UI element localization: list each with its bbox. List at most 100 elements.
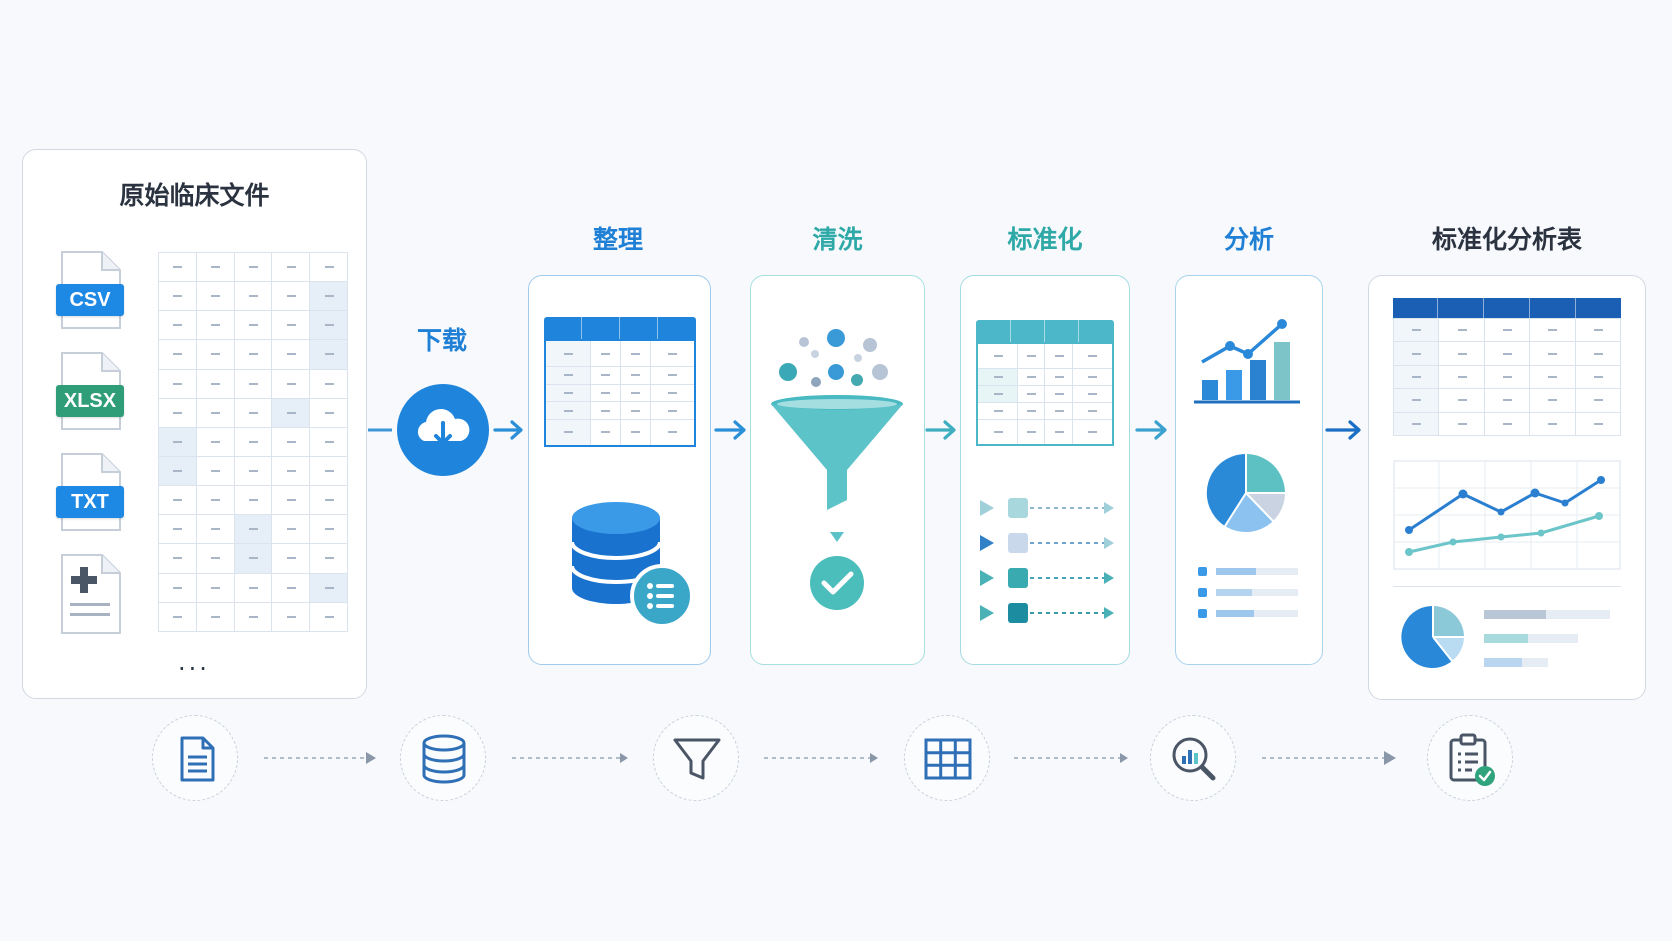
table-cell xyxy=(1017,368,1046,386)
table-cell xyxy=(1483,364,1531,390)
table-cell xyxy=(1483,411,1531,437)
output-table-header xyxy=(1393,298,1621,318)
table-cell xyxy=(158,426,197,457)
table-cell xyxy=(271,426,311,457)
table-cell xyxy=(1044,385,1073,403)
xlsx-tag: XLSX xyxy=(56,385,124,417)
table-cell xyxy=(309,310,348,341)
table-cell xyxy=(195,514,235,545)
output-table xyxy=(1392,317,1622,437)
table-cell xyxy=(271,572,311,603)
table-cell xyxy=(649,339,696,367)
table-cell xyxy=(976,402,1019,420)
search-chart-icon xyxy=(1150,715,1236,801)
table-cell xyxy=(1071,419,1114,446)
table-cell xyxy=(1438,388,1485,413)
table-cell xyxy=(233,543,273,574)
table-cell xyxy=(1392,411,1440,437)
csv-tag: CSV xyxy=(56,284,124,316)
table-cell xyxy=(649,401,696,420)
download-title: 下载 xyxy=(416,326,467,355)
table-cell xyxy=(544,339,591,367)
table-cell xyxy=(1574,364,1622,390)
table-cell xyxy=(195,281,235,312)
table-cell xyxy=(233,514,273,545)
table-cell xyxy=(1392,388,1440,413)
table-cell xyxy=(1044,419,1073,446)
table-cell xyxy=(544,366,591,385)
table-cell xyxy=(589,366,621,385)
cloud-download-icon[interactable] xyxy=(396,383,490,477)
table-cell xyxy=(1392,364,1440,390)
mapping-rows-icon xyxy=(980,498,1114,623)
table-cell xyxy=(1071,402,1114,420)
table-cell xyxy=(195,601,235,633)
table-cell xyxy=(1529,411,1576,437)
clean-title: 清洗 xyxy=(812,225,863,254)
output-pie-chart-icon xyxy=(1401,605,1464,668)
table-cell xyxy=(589,418,621,447)
table-cell xyxy=(1071,368,1114,386)
output-legend-bars xyxy=(1484,610,1610,667)
table-cell xyxy=(1044,402,1073,420)
table-cell xyxy=(976,342,1019,369)
txt-tag: TXT xyxy=(56,486,124,518)
table-cell xyxy=(233,251,273,283)
medical-document-icon xyxy=(61,554,121,634)
bar-line-chart-icon xyxy=(1194,319,1300,404)
organize-table-header xyxy=(544,317,696,339)
output-divider xyxy=(1393,586,1621,587)
table-cell xyxy=(619,339,651,367)
table-cell xyxy=(1574,317,1622,343)
table-cell xyxy=(976,368,1019,386)
table-cell xyxy=(976,385,1019,403)
table-cell xyxy=(619,383,651,403)
table-cell xyxy=(309,485,348,516)
source-title: 原始临床文件 xyxy=(119,181,270,210)
database-list-icon xyxy=(570,502,694,628)
table-cell xyxy=(158,543,197,574)
table-cell xyxy=(1483,317,1531,343)
analyze-title: 分析 xyxy=(1223,225,1274,254)
table-cell xyxy=(1438,411,1485,437)
funnel-icon xyxy=(771,329,903,610)
filter-icon xyxy=(653,715,739,801)
table-cell xyxy=(619,366,651,385)
table-cell xyxy=(195,485,235,516)
table-cell xyxy=(1071,342,1114,369)
table-cell xyxy=(619,418,651,447)
table-cell xyxy=(1574,411,1622,437)
table-cell xyxy=(1392,341,1440,366)
standardize-table-header xyxy=(976,320,1114,342)
table-cell xyxy=(309,455,348,487)
table-cell xyxy=(233,485,273,516)
standardize-title: 标准化 xyxy=(1007,225,1083,254)
table-cell xyxy=(1529,364,1576,390)
table-cell xyxy=(619,401,651,420)
table-cell xyxy=(1438,364,1485,390)
table-cell xyxy=(1044,368,1073,386)
more-files-ellipsis: ... xyxy=(178,648,210,676)
table-cell xyxy=(309,572,348,603)
table-cell xyxy=(271,397,311,428)
table-cell xyxy=(195,339,235,370)
table-cell xyxy=(271,601,311,633)
table-cell xyxy=(271,310,311,341)
table-cell xyxy=(544,383,591,403)
table-cell xyxy=(158,514,197,545)
table-cell xyxy=(309,601,348,633)
table-cell xyxy=(271,368,311,399)
table-cell xyxy=(271,514,311,545)
table-cell xyxy=(309,368,348,399)
table-cell xyxy=(1438,341,1485,366)
table-cell xyxy=(1529,388,1576,413)
table-cell xyxy=(1483,341,1531,366)
table-cell xyxy=(544,401,591,420)
clipboard-check-icon xyxy=(1427,715,1513,801)
table-cell xyxy=(271,485,311,516)
table-cell xyxy=(1392,317,1440,343)
table-cell xyxy=(195,455,235,487)
table-cell xyxy=(271,543,311,574)
table-cell xyxy=(195,310,235,341)
table-cell xyxy=(158,455,197,487)
